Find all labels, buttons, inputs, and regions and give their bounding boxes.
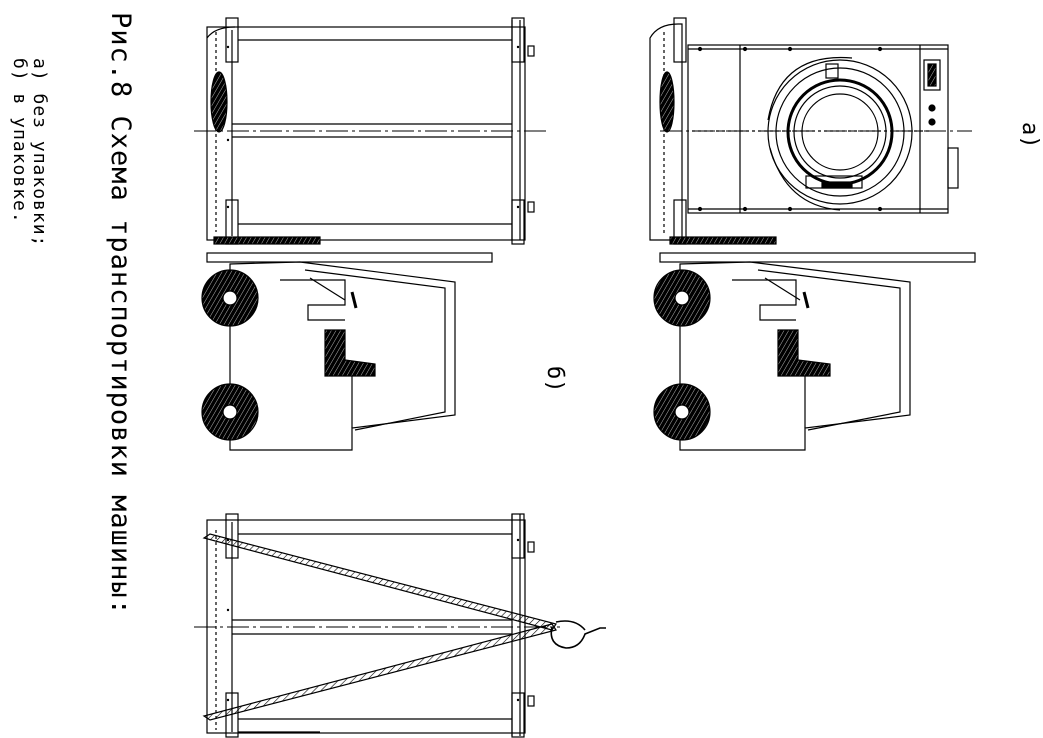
forklift-right [653, 261, 911, 451]
machine-top-view [649, 17, 972, 245]
packed-machine-side-view [194, 17, 546, 245]
pallets [206, 252, 976, 263]
forklift-left [201, 261, 456, 451]
crane-sling-view [194, 513, 606, 738]
